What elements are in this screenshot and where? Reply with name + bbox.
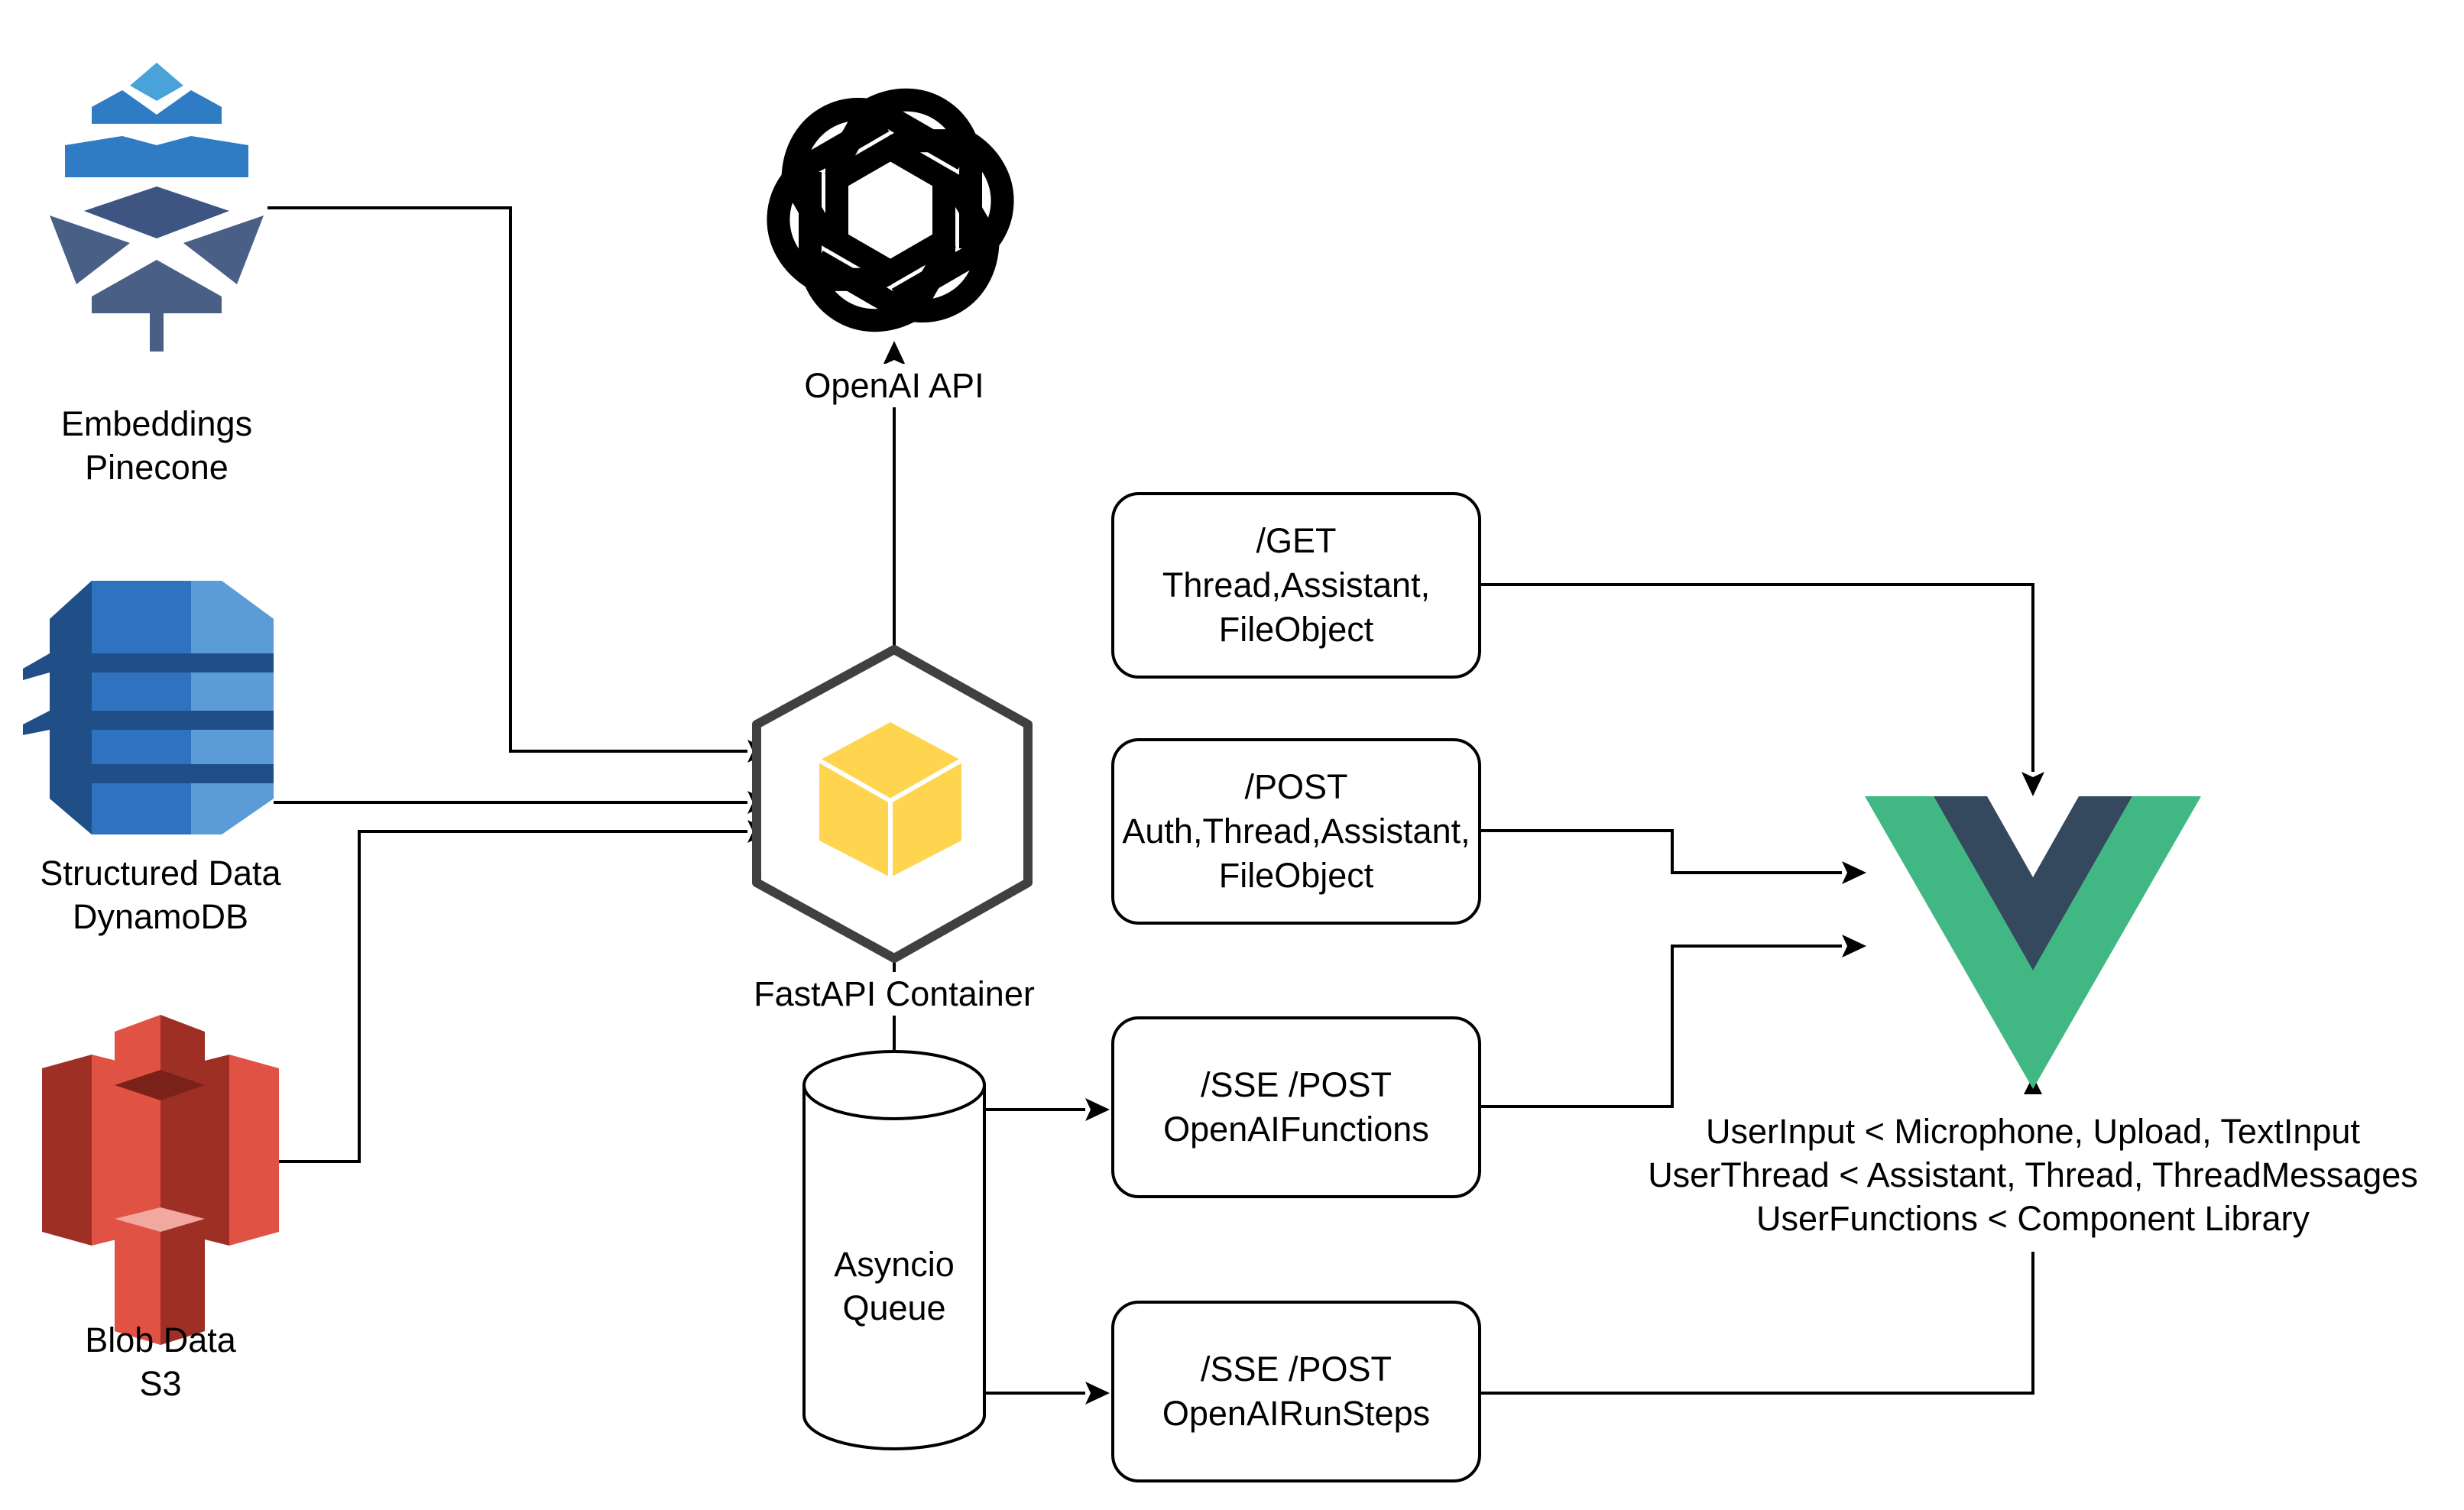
endpoint-get-line3: FileObject	[1218, 610, 1374, 649]
pinecone-logo-icon	[50, 63, 264, 352]
arrowhead-functions-vue	[1842, 935, 1866, 958]
arrowhead-runsteps	[1085, 1382, 1110, 1405]
pinecone-layer-1	[92, 90, 222, 124]
pinecone-layer-2	[65, 136, 248, 177]
s3-label-line1: Blob Data	[85, 1320, 236, 1359]
endpoint-get-line1: /GET	[1256, 521, 1337, 560]
pinecone-left-wing	[50, 215, 130, 284]
s3-logo-icon	[42, 1015, 279, 1345]
connector-pinecone-to-fastapi	[267, 206, 747, 753]
arrowhead-get	[2021, 772, 2044, 796]
pinecone-layer-3	[84, 186, 229, 238]
pinecone-label-line1: Embeddings	[60, 404, 253, 443]
arrowhead-functions	[1085, 1098, 1110, 1121]
endpoint-post-box: /POST Auth,Thread,Assistant, FileObject	[1111, 738, 1481, 925]
endpoint-functions-line1: /SSE /POST	[1200, 1065, 1392, 1104]
pinecone-stem	[150, 313, 164, 352]
pinecone-bottom	[92, 260, 222, 313]
endpoint-get-box: /GET Thread,Assistant, FileObject	[1111, 492, 1481, 679]
dynamodb-label: Structured Data DynamoDB	[15, 851, 306, 938]
connector-runsteps-to-vue	[1481, 1252, 2034, 1395]
endpoint-functions-line2: OpenAIFunctions	[1163, 1110, 1429, 1149]
queue-label-line1: Asyncio	[834, 1245, 955, 1284]
endpoint-post-line2: Auth,Thread,Assistant,	[1122, 812, 1470, 851]
dynamodb-label-line2: DynamoDB	[72, 897, 249, 936]
fastapi-label-text: FastAPI Container	[751, 972, 1038, 1016]
pinecone-right-wing	[183, 215, 264, 284]
connector-post-to-vue	[1481, 829, 1842, 874]
vue-label-line2: UserThread < Assistant, Thread, ThreadMe…	[1648, 1155, 2418, 1194]
endpoint-runsteps-line2: OpenAIRunSteps	[1162, 1394, 1431, 1433]
vue-label-line3: UserFunctions < Component Library	[1756, 1199, 2310, 1238]
arrowhead-post	[1842, 861, 1866, 884]
s3-label-line2: S3	[139, 1364, 182, 1403]
openai-label-text: OpenAI API	[801, 364, 987, 407]
queue-label: Asyncio Queue	[804, 1243, 984, 1330]
dynamodb-logo-icon	[23, 581, 274, 834]
connector-get-to-vue	[1481, 583, 2034, 772]
pinecone-label-line2: Pinecone	[85, 448, 229, 487]
openai-logo-icon	[767, 88, 1014, 332]
openai-label: OpenAI API	[741, 364, 1047, 407]
queue-label-line2: Queue	[842, 1288, 946, 1327]
vue-label-line1: UserInput < Microphone, Upload, TextInpu…	[1706, 1112, 2360, 1151]
endpoint-post-line3: FileObject	[1218, 856, 1374, 895]
pinecone-label: Embeddings Pinecone	[31, 402, 283, 489]
s3-label: Blob Data S3	[31, 1318, 290, 1405]
pinecone-tip	[130, 63, 183, 101]
endpoint-get-line2: Thread,Assistant,	[1162, 565, 1431, 604]
connector-functions-to-vue	[1481, 945, 1842, 1108]
endpoint-post-line1: /POST	[1244, 767, 1348, 806]
dynamodb-label-line1: Structured Data	[40, 854, 281, 893]
endpoint-runsteps-line1: /SSE /POST	[1200, 1350, 1392, 1388]
arrowhead-openai	[883, 341, 906, 365]
endpoint-runsteps-box: /SSE /POST OpenAIRunSteps	[1111, 1301, 1481, 1482]
endpoint-functions-box: /SSE /POST OpenAIFunctions	[1111, 1016, 1481, 1198]
vue-logo-icon	[1865, 796, 2201, 1089]
fastapi-label: FastAPI Container	[703, 972, 1085, 1016]
vue-label: UserInput < Microphone, Upload, TextInpu…	[1605, 1110, 2461, 1240]
connector-s3-to-fastapi	[277, 830, 747, 1163]
queue-cylinder-icon	[802, 1050, 986, 1450]
container-cube-icon	[752, 645, 1033, 963]
